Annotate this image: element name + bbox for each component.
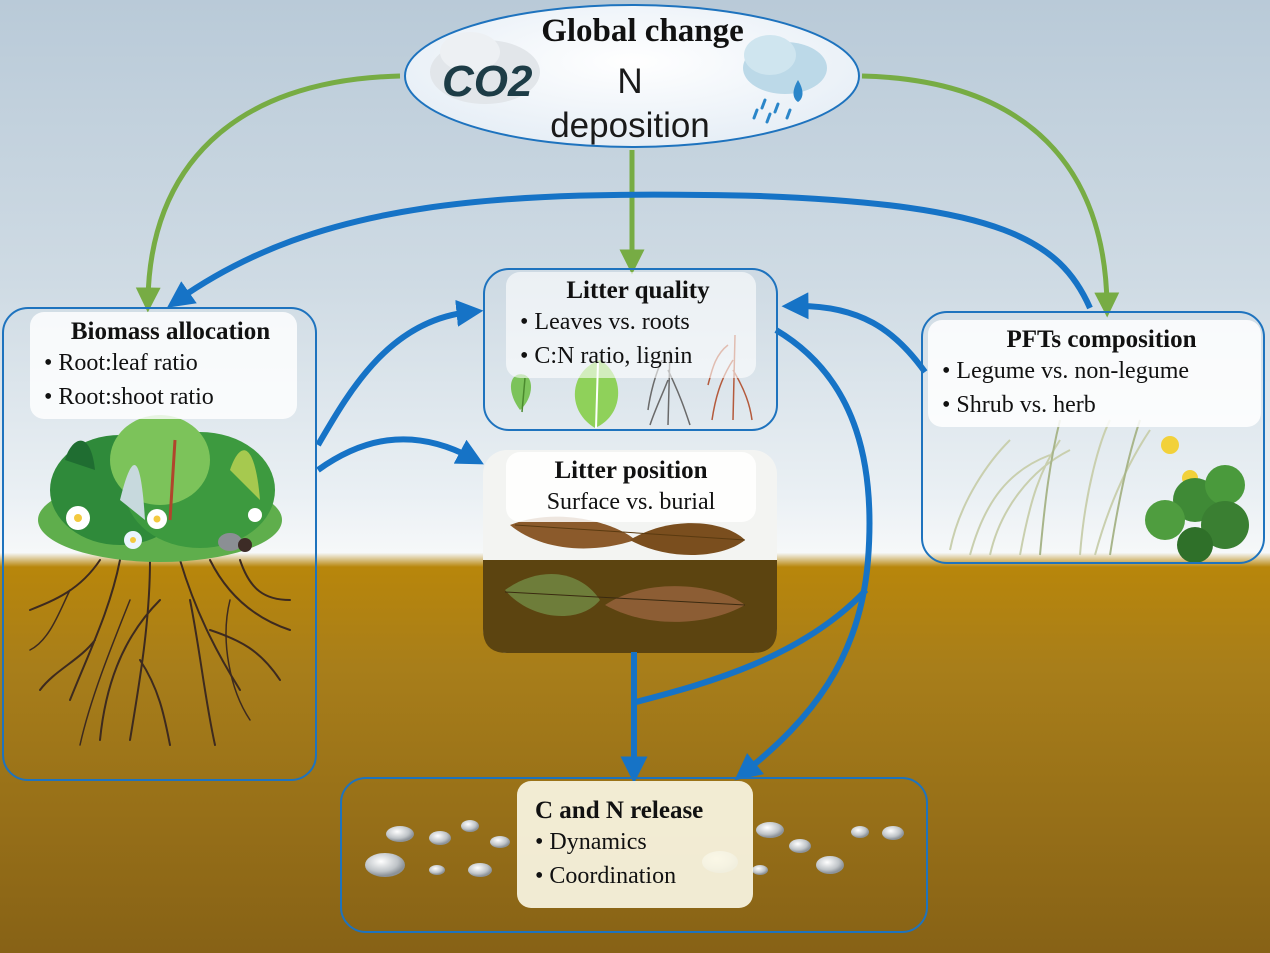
pfts-composition-box <box>921 311 1265 564</box>
biomass-allocation-box <box>2 307 317 781</box>
biomass-item-2: Root:shoot ratio <box>44 380 297 414</box>
pfts-composition-card: PFTs composition Legume vs. non-legume S… <box>928 320 1261 427</box>
plant-cluster-icon <box>38 415 282 562</box>
root-system-icon <box>29 559 291 746</box>
biomass-allocation-title: Biomass allocation <box>70 318 271 345</box>
biomass-item-1: Root:leaf ratio <box>44 346 297 380</box>
biomass-allocation-card: Biomass allocation Root:leaf ratio Root:… <box>30 312 297 419</box>
blue-arrow-pfts-to-quality <box>781 292 928 374</box>
pfts-composition-title: PFTs composition <box>1006 326 1197 353</box>
pfts-plants-icon <box>949 419 1249 563</box>
rain-cloud-icon <box>743 35 827 124</box>
global-change-ellipse <box>404 4 860 148</box>
co2-cloud-icon <box>430 32 540 104</box>
cn-release-item-1: Dynamics <box>535 825 753 859</box>
litter-quality-item-2: C:N ratio, lignin <box>520 339 756 373</box>
litter-position-title: Litter position <box>554 457 708 484</box>
litter-position-card: Litter position Surface vs. burial <box>506 452 756 522</box>
blue-arrow-biomass-to-position <box>316 436 484 473</box>
green-arrow-to-pfts <box>861 73 1120 318</box>
litter-quality-box <box>483 268 778 431</box>
cn-release-card: C and N release Dynamics Coordination <box>517 781 753 908</box>
cn-release-item-2: Coordination <box>535 859 753 893</box>
blue-arrow-biomass-to-quality <box>315 299 484 447</box>
litter-leaf-icons <box>504 516 746 622</box>
litter-quality-item-1: Leaves vs. roots <box>520 305 756 339</box>
litter-quality-card: Litter quality Leaves vs. roots C:N rati… <box>506 272 756 378</box>
litter-position-subtitle: Surface vs. burial <box>546 489 716 515</box>
blue-arrow-pfts-to-release-join <box>635 587 869 705</box>
green-arrow-to-biomass <box>135 73 401 313</box>
pfts-item-2: Shrub vs. herb <box>942 388 1261 422</box>
litter-quality-title: Litter quality <box>566 277 710 304</box>
blue-arrow-pfts-to-biomass <box>166 191 1093 310</box>
co2-label: CO2 <box>442 57 533 106</box>
n-deposition-label: N deposition <box>550 62 710 145</box>
cn-release-title: C and N release <box>535 797 704 824</box>
pfts-item-1: Legume vs. non-legume <box>942 354 1261 388</box>
cn-release-box <box>340 777 928 933</box>
blue-arrow-quality-to-release <box>734 327 873 781</box>
global-change-title: Global change <box>541 13 744 49</box>
